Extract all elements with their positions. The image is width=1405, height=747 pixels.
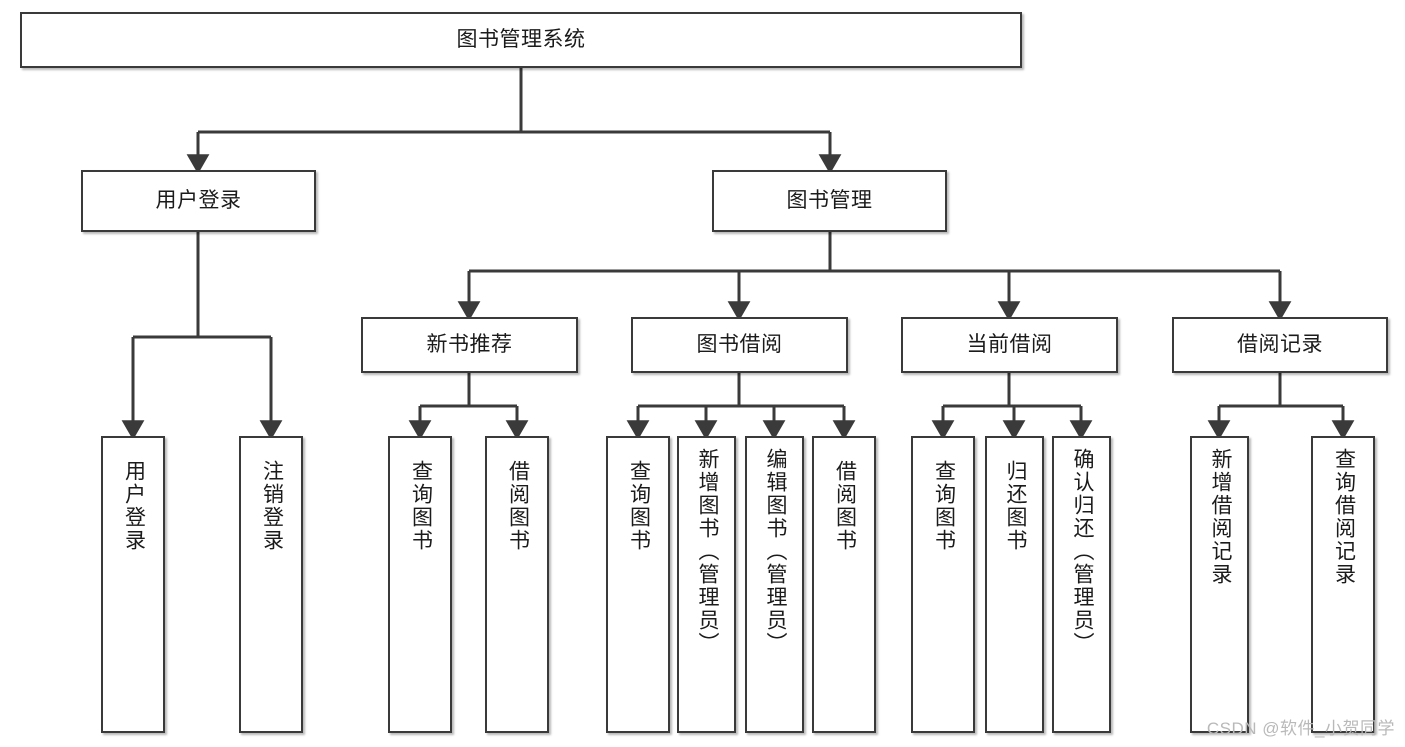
node-label: 查询借阅记录 — [1332, 448, 1356, 586]
node-leaf-borrow-book[interactable]: 借阅图书 — [812, 436, 876, 733]
node-root-system[interactable]: 图书管理系统 — [20, 12, 1022, 68]
node-label: 图书管理系统 — [456, 28, 586, 52]
node-leaf-add-borrow-record[interactable]: 新增借阅记录 — [1190, 436, 1249, 733]
node-label: 当前借阅 — [966, 333, 1053, 357]
node-leaf-user-login[interactable]: 用户登录 — [101, 436, 165, 733]
node-label: 图书管理 — [786, 189, 873, 213]
node-label: 查询图书 — [627, 460, 651, 552]
node-book-borrow[interactable]: 图书借阅 — [631, 317, 848, 373]
node-user-login[interactable]: 用户登录 — [81, 170, 316, 232]
node-borrow-record[interactable]: 借阅记录 — [1172, 317, 1388, 373]
node-new-book-recommend[interactable]: 新书推荐 — [361, 317, 578, 373]
node-leaf-confirm-return-admin[interactable]: 确认归还（管理员） — [1052, 436, 1111, 733]
connector-currentborrow-to-leaves — [931, 373, 1093, 440]
connector-newbook-to-leaves — [408, 373, 529, 440]
connector-borrowrecord-to-leaves — [1207, 373, 1355, 440]
node-label: 注销登录 — [260, 460, 284, 552]
node-leaf-query-book-borrow[interactable]: 查询图书 — [606, 436, 670, 733]
watermark-text: CSDN @软件_小贺同学 — [1206, 719, 1395, 738]
node-leaf-query-borrow-record[interactable]: 查询借阅记录 — [1311, 436, 1375, 733]
node-label: 编辑图书（管理员） — [763, 448, 787, 655]
node-label: 新增借阅记录 — [1208, 448, 1232, 586]
node-label: 借阅记录 — [1237, 333, 1323, 357]
connector-bookmanage-to-level3 — [457, 232, 1292, 321]
node-label: 查询图书 — [409, 460, 433, 552]
connector-root-to-level2 — [186, 68, 842, 174]
node-current-borrow[interactable]: 当前借阅 — [901, 317, 1118, 373]
node-leaf-edit-book-admin[interactable]: 编辑图书（管理员） — [745, 436, 804, 733]
node-leaf-return-book[interactable]: 归还图书 — [985, 436, 1044, 733]
node-leaf-borrow-book-recommend[interactable]: 借阅图书 — [485, 436, 549, 733]
node-label: 用户登录 — [122, 460, 146, 552]
node-leaf-query-book-current[interactable]: 查询图书 — [911, 436, 975, 733]
node-leaf-query-book-recommend[interactable]: 查询图书 — [388, 436, 452, 733]
node-label: 归还图书 — [1003, 460, 1027, 552]
node-label: 用户登录 — [155, 189, 242, 213]
node-label: 确认归还（管理员） — [1070, 448, 1094, 655]
node-label: 新增图书（管理员） — [695, 448, 719, 655]
node-label: 图书借阅 — [696, 333, 783, 357]
node-label: 借阅图书 — [833, 460, 857, 552]
connector-userlogin-to-leaves — [121, 232, 283, 440]
node-leaf-add-book-admin[interactable]: 新增图书（管理员） — [677, 436, 736, 733]
node-leaf-user-logout[interactable]: 注销登录 — [239, 436, 303, 733]
node-label: 借阅图书 — [506, 460, 530, 552]
connector-bookborrow-to-leaves — [626, 373, 856, 440]
node-book-management[interactable]: 图书管理 — [712, 170, 947, 232]
node-label: 新书推荐 — [426, 333, 513, 357]
node-label: 查询图书 — [932, 460, 956, 552]
